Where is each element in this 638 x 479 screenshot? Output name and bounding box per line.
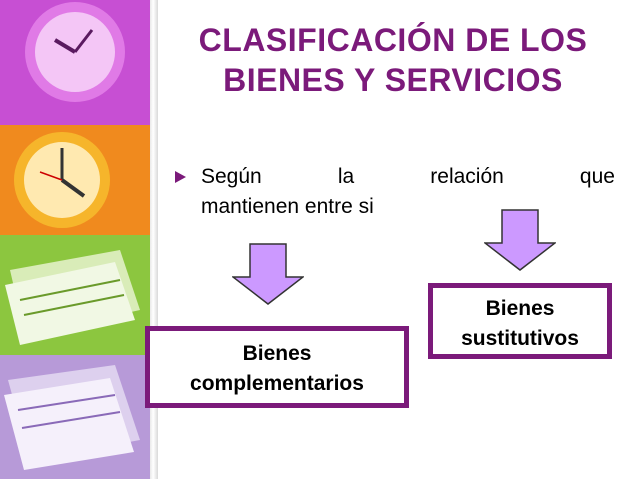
bullet-item: Según la relación que mantienen entre si bbox=[175, 162, 615, 222]
side-image-strip bbox=[0, 0, 150, 479]
down-arrow-icon bbox=[484, 209, 556, 271]
clock-image bbox=[14, 132, 110, 228]
title-line-1: CLASIFICACIÓN DE LOS bbox=[198, 22, 588, 58]
clock-image bbox=[25, 2, 125, 102]
bullet-arrow-icon bbox=[175, 171, 186, 183]
bullet-word: Según bbox=[201, 165, 262, 188]
bienes-sustitutivos-box: Bienes sustitutivos bbox=[428, 283, 612, 359]
bullet-word: la bbox=[337, 165, 355, 188]
papers-image bbox=[5, 250, 140, 345]
slide-title: CLASIFICACIÓN DE LOS BIENES Y SERVICIOS bbox=[168, 20, 618, 100]
bienes-complementarios-box: Bienes complementarios bbox=[145, 326, 409, 408]
box-label-line-1: Bienes bbox=[242, 342, 312, 365]
box-label-line-2: sustitutivos bbox=[461, 327, 579, 350]
box-label-line-1: Bienes bbox=[485, 297, 555, 320]
title-line-2: BIENES Y SERVICIOS bbox=[223, 62, 563, 98]
bullet-line-2: mantienen entre si bbox=[201, 195, 374, 218]
bullet-text: Según la relación que mantienen entre si bbox=[201, 162, 615, 222]
bullet-line-1: Según la relación que bbox=[201, 162, 615, 192]
down-arrow-icon bbox=[232, 243, 304, 305]
bullet-word: que bbox=[579, 165, 615, 188]
strip-divider bbox=[150, 0, 158, 479]
papers-image bbox=[4, 365, 140, 470]
box-label-line-2: complementarios bbox=[190, 372, 364, 395]
bullet-word: relación bbox=[430, 165, 504, 188]
